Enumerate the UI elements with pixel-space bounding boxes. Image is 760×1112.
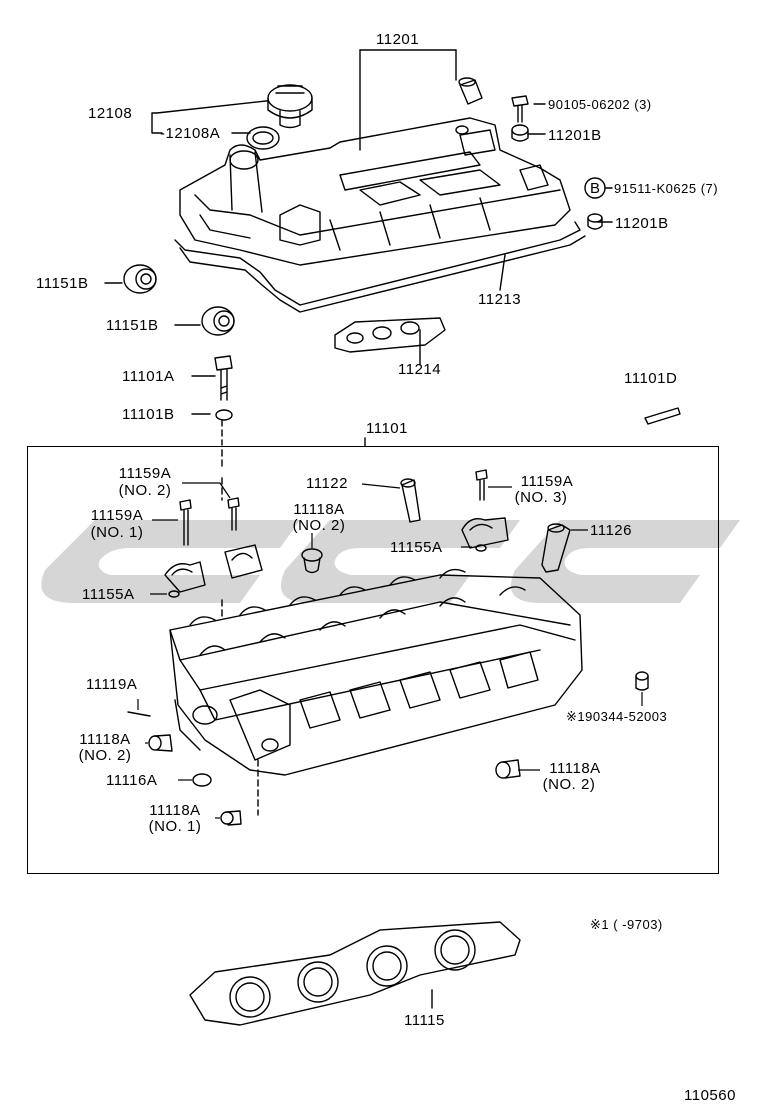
oil-filler-cap (267, 84, 313, 129)
label-11101d: 11101D (624, 370, 678, 387)
oil-pipe (400, 478, 421, 523)
label-11155a-right: 11155A (390, 539, 443, 556)
label-11118a-right-sub: (NO. 2) (542, 776, 596, 793)
label-11101a: 11101A (122, 368, 175, 385)
label-11201b-bottom: 11201B (615, 215, 669, 232)
label-11101: 11101 (366, 420, 408, 437)
pin-11119a (127, 711, 151, 717)
label-11119a: 11119A (86, 676, 138, 693)
valve-cover (179, 117, 571, 266)
plug-left (148, 734, 173, 752)
label-11118a-bottom: 11118A (149, 802, 201, 819)
head-bolt (214, 355, 233, 401)
label-11214: 11214 (398, 361, 442, 378)
plug-right (495, 759, 521, 779)
dowel-left (168, 590, 180, 598)
spark-plug-tube (541, 523, 571, 573)
label-190344: ※190344-52003 (566, 709, 668, 724)
plug-top (301, 548, 323, 574)
label-11151b-2: 11151B (106, 317, 159, 334)
cylinder-head-assembly-frame (27, 446, 719, 874)
label-11159a-no3-sub: (NO. 3) (514, 489, 568, 506)
bearing-cap-left-1 (164, 561, 206, 593)
cover-bolt (511, 95, 529, 123)
label-11155a-left: 11155A (82, 586, 135, 603)
bolt-no3 (475, 469, 488, 501)
stud-bolt (644, 407, 681, 425)
label-12108: 12108 (88, 105, 133, 122)
head-gasket (189, 921, 521, 1026)
grommet-bottom (587, 213, 603, 230)
label-11159a-no2-sub: (NO. 2) (118, 482, 172, 499)
label-11151b-1: 11151B (36, 275, 89, 292)
bolt-no2 (227, 497, 240, 531)
label-11201: 11201 (376, 31, 420, 48)
bearing-cap-right (461, 517, 509, 549)
label-11122: 11122 (306, 475, 348, 492)
label-91511: 91511-K0625 (7) (614, 181, 719, 196)
bolt-washer (215, 409, 233, 421)
grommet-top (511, 124, 529, 142)
figure-number: 110560 (684, 1087, 736, 1104)
label-11159a-no1: 11159A (90, 507, 144, 524)
label-90105: 90105-06202 (3) (548, 97, 652, 112)
label-11118a-top: 11118A (293, 501, 345, 518)
dowel-right (475, 544, 487, 552)
ring-11116a (192, 773, 212, 787)
cover-gasket (174, 221, 586, 313)
label-11118a-bottom-sub: (NO. 1) (148, 818, 202, 835)
label-11101b: 11101B (122, 406, 175, 423)
label-11213: 11213 (478, 291, 522, 308)
bearing-cap-left-2 (224, 544, 263, 579)
watermark-logo (41, 520, 740, 603)
label-b-marker: B (590, 180, 601, 197)
label-12108a: -12108A (160, 125, 221, 142)
label-11115: 11115 (404, 1012, 445, 1029)
label-11118a-left: 11118A (79, 731, 131, 748)
label-11118a-top-sub: (NO. 2) (292, 517, 346, 534)
seal-1 (123, 264, 157, 294)
cap-190344 (635, 671, 649, 691)
plug-tube (458, 77, 483, 105)
label-11159a-no1-sub: (NO. 1) (90, 524, 144, 541)
bolt-no1 (179, 499, 192, 546)
label-11116a: 11116A (106, 772, 158, 789)
label-11118a-left-sub: (NO. 2) (78, 747, 132, 764)
cylinder-head (169, 568, 583, 776)
label-11159a-no3: 11159A (520, 473, 574, 490)
label-11118a-right: 11118A (549, 760, 601, 777)
label-11159a-no2: 11159A (118, 465, 172, 482)
leader-lines-frame (137, 482, 643, 819)
spark-plug-gasket (334, 317, 446, 353)
cap-gasket (246, 126, 280, 150)
label-11201b-top: 11201B (548, 127, 602, 144)
leader-lines-top (104, 49, 613, 447)
b-circle-marker (584, 177, 606, 199)
plug-bottom (220, 810, 242, 826)
footnote: ※1 ( -9703) (590, 917, 663, 932)
seal-2 (201, 306, 235, 336)
label-11126: 11126 (590, 522, 632, 539)
